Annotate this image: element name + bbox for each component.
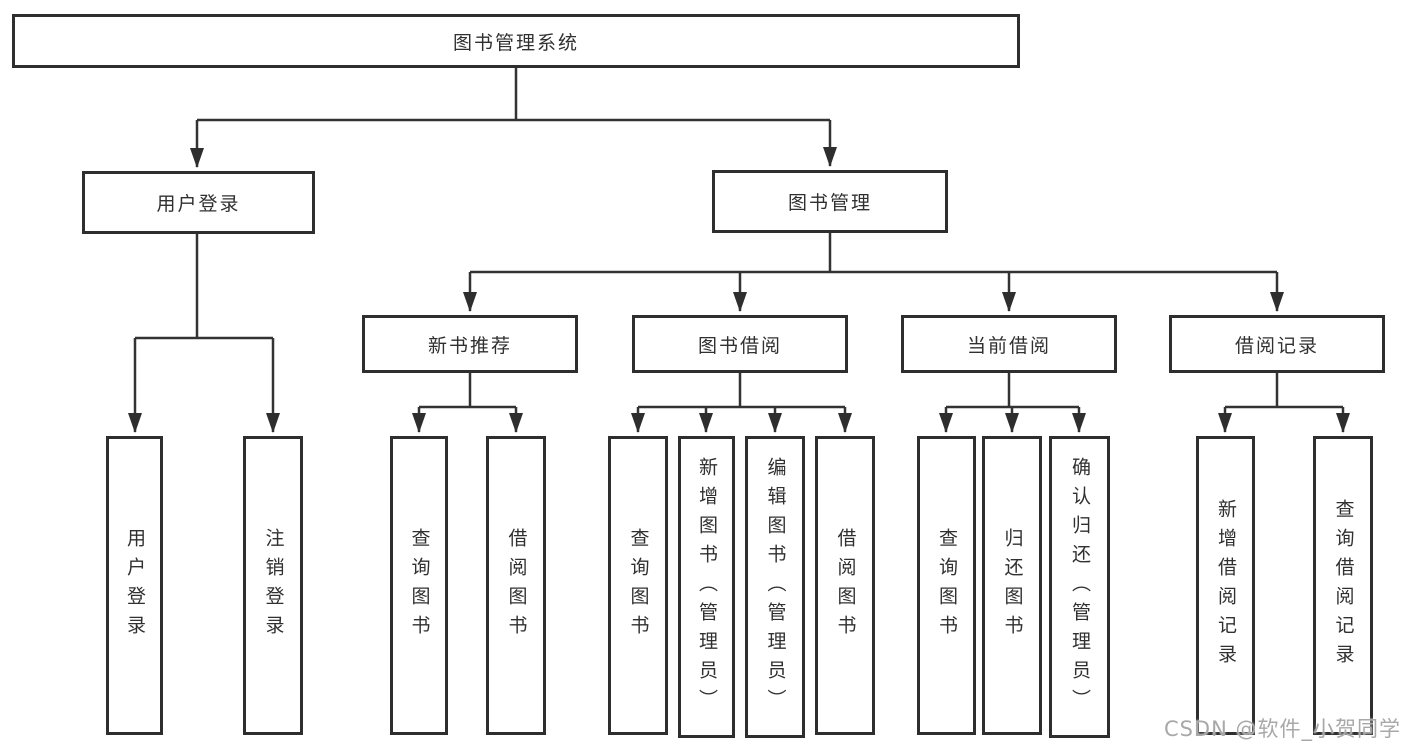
- leaf-nbr-borrow-books-label: 借阅图书: [505, 527, 528, 644]
- leaf-br-query-record-label: 查询借阅记录: [1332, 498, 1355, 673]
- node-borrow-records-label: 借阅记录: [1234, 334, 1319, 357]
- leaf-cb-query-books-label: 查询图书: [936, 527, 958, 644]
- csdn-watermark: CSDN @软件_小贺同学: [1163, 717, 1401, 741]
- leaf-cb-query-books: 查询图书: [917, 436, 976, 735]
- node-borrow-records: 借阅记录: [1169, 315, 1385, 373]
- leaf-cb-confirm-return-admin-label: 确认归还（管理员）: [1069, 456, 1091, 718]
- node-current-borrow: 当前借阅: [901, 315, 1117, 373]
- leaf-bb-borrow-books-label: 借阅图书: [834, 527, 857, 644]
- leaf-nbr-borrow-books: 借阅图书: [486, 436, 546, 735]
- node-book-borrow: 图书借阅: [632, 315, 848, 373]
- leaf-bb-add-books-admin-label: 新增图书（管理员）: [696, 456, 718, 718]
- node-new-book-rec-label: 新书推荐: [427, 334, 512, 357]
- leaf-user-login-label: 用户登录: [124, 527, 146, 644]
- node-user-login: 用户登录: [82, 171, 315, 234]
- leaf-cb-return-books: 归还图书: [982, 436, 1042, 735]
- node-book-mgmt-label: 图书管理: [787, 192, 872, 214]
- leaf-bb-query-books-label: 查询图书: [627, 527, 650, 644]
- leaf-bb-query-books: 查询图书: [608, 436, 668, 735]
- node-book-borrow-label: 图书借阅: [697, 334, 782, 357]
- leaf-user-login: 用户登录: [106, 436, 163, 735]
- leaf-br-query-record: 查询借阅记录: [1313, 436, 1373, 735]
- leaf-br-add-record: 新增借阅记录: [1196, 436, 1255, 735]
- leaf-bb-edit-books-admin: 编辑图书（管理员）: [745, 436, 805, 738]
- node-current-borrow-label: 当前借阅: [966, 334, 1051, 357]
- leaf-bb-edit-books-admin-label: 编辑图书（管理员）: [764, 456, 787, 718]
- node-new-book-rec: 新书推荐: [362, 315, 578, 373]
- leaf-cb-confirm-return-admin: 确认归还（管理员）: [1049, 436, 1110, 738]
- node-user-login-label: 用户登录: [156, 193, 241, 215]
- node-root-label: 图书管理系统: [452, 31, 579, 54]
- leaf-nbr-query-books: 查询图书: [390, 436, 448, 735]
- node-root-system: 图书管理系统: [12, 14, 1020, 68]
- node-book-mgmt: 图书管理: [712, 170, 948, 233]
- leaf-br-add-record-label: 新增借阅记录: [1215, 498, 1237, 673]
- leaf-logout: 注销登录: [243, 436, 303, 735]
- leaf-nbr-query-books-label: 查询图书: [408, 527, 431, 644]
- leaf-logout-label: 注销登录: [262, 527, 285, 644]
- leaf-bb-add-books-admin: 新增图书（管理员）: [678, 436, 735, 738]
- leaf-cb-return-books-label: 归还图书: [1001, 527, 1024, 644]
- leaf-bb-borrow-books: 借阅图书: [815, 436, 875, 735]
